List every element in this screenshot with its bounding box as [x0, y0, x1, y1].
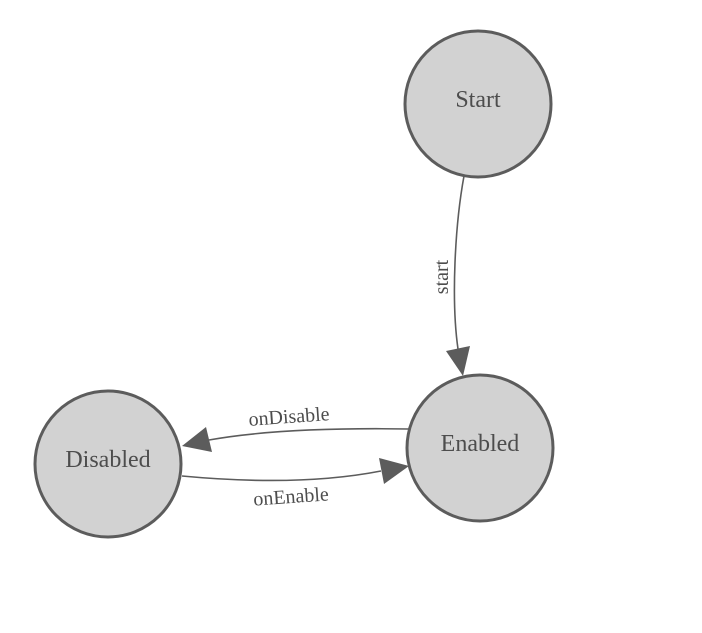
arrowheads-layer [182, 346, 470, 484]
nodes-layer: Start Enabled Disabled [33, 29, 555, 539]
node-enabled-label: Enabled [441, 431, 520, 457]
edge-label-ondisable: onDisable [248, 403, 331, 431]
node-disabled-label: Disabled [65, 447, 150, 473]
edge-label-onenable: onEnable [253, 483, 330, 510]
edge-disabled-to-enabled [181, 470, 382, 482]
edge-label-start: start [431, 259, 453, 294]
arrowhead-start-to-enabled [446, 346, 470, 376]
node-disabled-circle[interactable] [33, 389, 183, 539]
node-disabled[interactable]: Disabled [33, 389, 183, 539]
node-enabled[interactable]: Enabled [405, 373, 555, 523]
arrowhead-enabled-to-disabled [182, 427, 212, 452]
node-start-label: Start [455, 87, 501, 113]
edges-layer [181, 175, 465, 482]
edge-start-to-enabled [453, 175, 465, 350]
node-start[interactable]: Start [403, 29, 553, 179]
edge-labels-layer: start onDisable onEnable [248, 259, 453, 510]
edge-enabled-to-disabled [208, 427, 410, 441]
arrowhead-disabled-to-enabled [379, 458, 409, 484]
node-enabled-circle[interactable] [405, 373, 555, 523]
node-start-circle[interactable] [403, 29, 553, 179]
